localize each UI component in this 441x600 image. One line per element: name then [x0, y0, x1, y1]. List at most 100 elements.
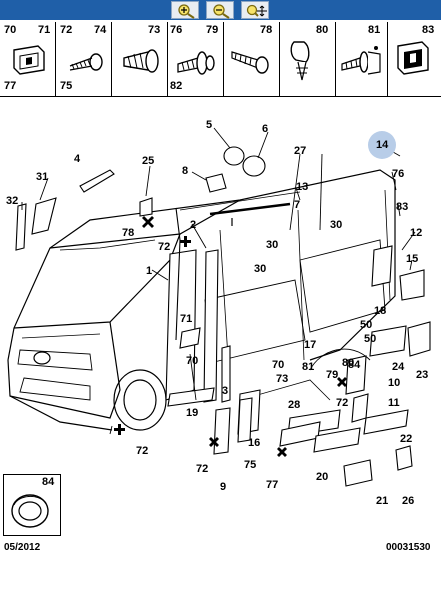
cross-icon — [277, 447, 287, 457]
part-15-light — [399, 269, 425, 301]
fastener-cell[interactable]: 72 74 75 — [56, 22, 112, 96]
part-6-grille — [242, 155, 266, 177]
zoom-in-button[interactable] — [171, 1, 199, 19]
zoom-pan-button[interactable] — [241, 1, 269, 19]
part-5-cap — [223, 146, 245, 166]
callout-72-lower[interactable]: 72 — [196, 463, 208, 475]
callout-78[interactable]: 78 — [122, 227, 134, 239]
callout-10[interactable]: 10 — [388, 377, 400, 389]
cross-icon — [142, 216, 154, 228]
grommet-icon — [11, 494, 49, 528]
zoom-out-button[interactable] — [206, 1, 234, 19]
callout-18[interactable]: 18 — [374, 305, 386, 317]
callout-22[interactable]: 22 — [400, 433, 412, 445]
part-19-sill — [167, 387, 215, 407]
callout-13[interactable]: 13 — [296, 181, 308, 193]
callout-30-mid[interactable]: 30 — [266, 239, 278, 251]
fastener-cell[interactable]: 80 — [280, 22, 336, 96]
part-number: 78 — [260, 24, 273, 36]
fastener-cell[interactable]: 76 79 82 — [168, 22, 224, 96]
callout-83[interactable]: 83 — [396, 201, 408, 213]
clip-icon — [13, 45, 45, 75]
plus-icon — [114, 424, 125, 435]
part-12-trim — [371, 245, 393, 287]
callout-16[interactable]: 16 — [248, 437, 260, 449]
callout-3[interactable]: 3 — [222, 385, 228, 397]
callout-84[interactable]: 84 — [348, 359, 361, 371]
callout-30-low[interactable]: 30 — [254, 263, 266, 275]
part-number: 73 — [148, 24, 161, 36]
callout-12[interactable]: 12 — [410, 227, 422, 239]
callout-25[interactable]: 25 — [142, 155, 154, 167]
fastener-cell[interactable]: 78 — [224, 22, 280, 96]
callout-27[interactable]: 27 — [294, 145, 306, 157]
inset-label: 84 — [42, 476, 55, 488]
part-number: 71 — [38, 24, 51, 36]
callout-71[interactable]: 71 — [180, 313, 192, 325]
fastener-markers — [114, 216, 347, 457]
footer-date: 05/2012 — [4, 542, 41, 553]
callout-32[interactable]: 32 — [6, 195, 18, 207]
part-4-trim — [79, 169, 115, 193]
callout-77[interactable]: 77 — [266, 479, 278, 491]
callout-23[interactable]: 23 — [416, 369, 428, 381]
part-number: 77 — [4, 80, 17, 92]
callout-24[interactable]: 24 — [392, 361, 405, 373]
callout-75[interactable]: 75 — [244, 459, 256, 471]
bolt-washer-icon — [177, 51, 215, 75]
part-number: 82 — [170, 80, 183, 92]
screw-icon — [69, 53, 103, 71]
callout-20[interactable]: 20 — [316, 471, 328, 483]
part-number: 70 — [4, 24, 17, 36]
callout-4[interactable]: 4 — [74, 153, 81, 165]
callout-2[interactable]: 2 — [190, 219, 196, 231]
cross-icon — [209, 437, 219, 447]
callout-70-left[interactable]: 70 — [186, 355, 198, 367]
callout-79[interactable]: 79 — [326, 369, 338, 381]
callout-30-right[interactable]: 30 — [330, 219, 342, 231]
callout-19[interactable]: 19 — [186, 407, 198, 419]
callout-73[interactable]: 73 — [276, 373, 288, 385]
zoom-pan-icon — [246, 4, 267, 17]
fastener-cell[interactable]: 70 71 77 — [0, 22, 56, 96]
callout-72-right[interactable]: 72 — [336, 397, 348, 409]
callout-50-lower[interactable]: 50 — [364, 333, 376, 345]
part-11-clip — [351, 393, 369, 423]
callout-26[interactable]: 26 — [402, 495, 414, 507]
fastener-cell[interactable]: 83 — [388, 22, 441, 96]
part-26-lock — [395, 445, 413, 471]
callout-9[interactable]: 9 — [220, 481, 226, 493]
part-70-block — [179, 327, 201, 349]
fastener-cell[interactable]: 81 — [336, 22, 388, 96]
callout-72-upper[interactable]: 72 — [158, 241, 170, 253]
callout-6[interactable]: 6 — [262, 123, 268, 135]
callout-81[interactable]: 81 — [302, 361, 314, 373]
callout-1[interactable]: 1 — [146, 265, 152, 277]
callout-8[interactable]: 8 — [182, 165, 188, 177]
callout-72-lower-left[interactable]: 72 — [136, 445, 148, 457]
callout-5[interactable]: 5 — [206, 119, 212, 131]
fastener-cell[interactable]: 73 — [112, 22, 168, 96]
part-10-clip — [345, 355, 367, 395]
cross-icon — [337, 377, 347, 387]
part-8-panel — [205, 173, 227, 193]
callout-7[interactable]: 7 — [294, 199, 300, 211]
van-body — [7, 169, 396, 431]
callout-21[interactable]: 21 — [376, 495, 388, 507]
part-9-trim — [213, 407, 231, 455]
inset-detail-84[interactable]: 84 — [3, 474, 61, 536]
callout-76[interactable]: 76 — [392, 168, 404, 180]
callout-31[interactable]: 31 — [36, 171, 48, 183]
callout-17[interactable]: 17 — [304, 339, 316, 351]
callout-11[interactable]: 11 — [388, 397, 400, 409]
part-number: 72 — [60, 24, 73, 36]
callout-14[interactable]: 14 — [376, 139, 389, 151]
callout-28[interactable]: 28 — [288, 399, 300, 411]
callout-70-right[interactable]: 70 — [272, 359, 284, 371]
callout-15[interactable]: 15 — [406, 253, 418, 265]
exploded-view-diagram: 4 31 32 25 78 72 2 1 5 6 8 27 13 7 14 76… — [6, 119, 431, 507]
part-number: 79 — [206, 24, 219, 36]
callout-80[interactable]: 80 — [342, 357, 354, 369]
fastener-parts-bar: 70 71 77 72 74 75 73 76 79 82 — [0, 22, 441, 97]
callout-50-upper[interactable]: 50 — [360, 319, 372, 331]
